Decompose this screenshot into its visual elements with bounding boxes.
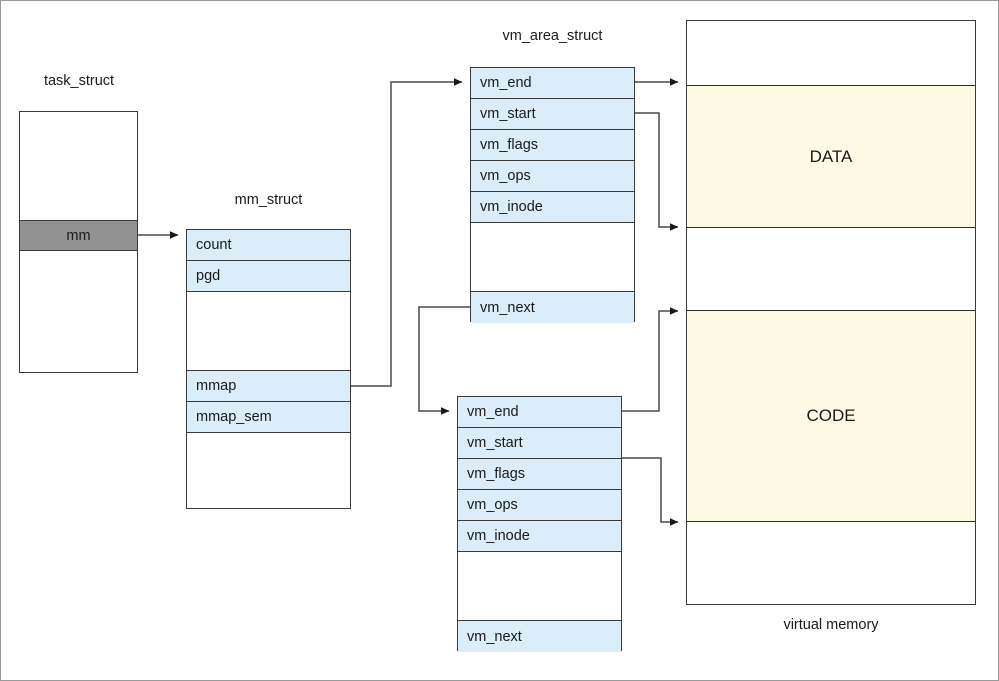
mm-struct-mmap-label: mmap	[196, 378, 237, 394]
vma1-vm-start-label: vm_start	[480, 106, 536, 122]
vma2-vm-end-label: vm_end	[467, 404, 519, 420]
vma2-row-vm-next[interactable]: vm_next	[458, 621, 621, 652]
vma1-row-vm-inode[interactable]: vm_inode	[471, 192, 634, 223]
task-struct-row-blank-bottom	[20, 251, 137, 372]
wire-vma2-start-to-code-bottom	[622, 457, 679, 526]
mm-struct-row-count[interactable]: count	[187, 230, 350, 261]
virtual-memory-box: DATA CODE	[686, 20, 976, 605]
vma1-vm-end-label: vm_end	[480, 75, 532, 91]
wire-vma2-end-to-code-top	[622, 307, 679, 412]
mm-struct-title: mm_struct	[234, 192, 303, 208]
wire-mmap-to-vma1	[351, 78, 463, 387]
vma2-vm-inode-label: vm_inode	[467, 528, 530, 544]
vma2-row-vm-ops[interactable]: vm_ops	[458, 490, 621, 521]
vma2-vm-start-label: vm_start	[467, 435, 523, 451]
vmem-region-data: DATA	[687, 85, 975, 228]
vma2-row-vm-inode[interactable]: vm_inode	[458, 521, 621, 552]
vma1-vm-ops-label: vm_ops	[480, 168, 531, 184]
vma2-row-vm-end[interactable]: vm_end	[458, 397, 621, 428]
vma1-row-vm-ops[interactable]: vm_ops	[471, 161, 634, 192]
vma1-vm-flags-label: vm_flags	[480, 137, 539, 153]
vma1-row-vm-next[interactable]: vm_next	[471, 292, 634, 323]
vma2-row-vm-flags[interactable]: vm_flags	[458, 459, 621, 490]
vma1-row-vm-end[interactable]: vm_end	[471, 68, 634, 99]
mm-struct-row-pgd[interactable]: pgd	[187, 261, 350, 292]
vmem-region-code: CODE	[687, 310, 975, 522]
vma2-row-blank	[458, 552, 621, 621]
task-struct-row-mm[interactable]: mm	[20, 220, 137, 251]
mm-struct-row-blank-bottom	[187, 433, 350, 508]
task-struct-box: mm	[19, 111, 138, 373]
vma1-row-vm-flags[interactable]: vm_flags	[471, 130, 634, 161]
vm-area-struct-box-2: vm_end vm_start vm_flags vm_ops vm_inode…	[457, 396, 622, 652]
mm-struct-count-label: count	[196, 237, 232, 253]
vma1-vm-next-label: vm_next	[480, 299, 535, 316]
task-struct-mm-label: mm	[66, 227, 91, 244]
wire-vma1-start-to-data-bottom	[635, 112, 679, 231]
vmem-data-label: DATA	[809, 146, 853, 166]
vma2-vm-next-label: vm_next	[467, 628, 522, 645]
vma2-vm-flags-label: vm_flags	[467, 466, 526, 482]
vmem-region-empty-top	[687, 21, 975, 85]
vma2-row-vm-start[interactable]: vm_start	[458, 428, 621, 459]
vma1-row-blank	[471, 223, 634, 292]
mm-struct-pgd-label: pgd	[196, 268, 221, 284]
vmem-region-empty-bottom	[687, 522, 975, 604]
vm-area-struct-title: vm_area_struct	[502, 28, 603, 44]
vmem-code-label: CODE	[806, 406, 856, 425]
mm-struct-row-mmap-sem[interactable]: mmap_sem	[187, 402, 350, 433]
task-struct-title: task_struct	[43, 73, 115, 89]
vm-area-struct-box-1: vm_end vm_start vm_flags vm_ops vm_inode…	[470, 67, 635, 323]
mm-struct-row-mmap[interactable]: mmap	[187, 371, 350, 402]
mm-struct-mmap-sem-label: mmap_sem	[196, 409, 272, 425]
vma2-vm-ops-label: vm_ops	[467, 497, 518, 513]
mm-struct-box: count pgd mmap mmap_sem	[186, 229, 351, 509]
vma1-row-vm-start[interactable]: vm_start	[471, 99, 634, 130]
virtual-memory-title: virtual memory	[783, 617, 879, 633]
task-struct-row-blank-top	[20, 112, 137, 220]
vma1-vm-inode-label: vm_inode	[480, 199, 543, 215]
mm-struct-row-blank-mid	[187, 292, 350, 371]
vmem-region-empty-middle	[687, 228, 975, 310]
